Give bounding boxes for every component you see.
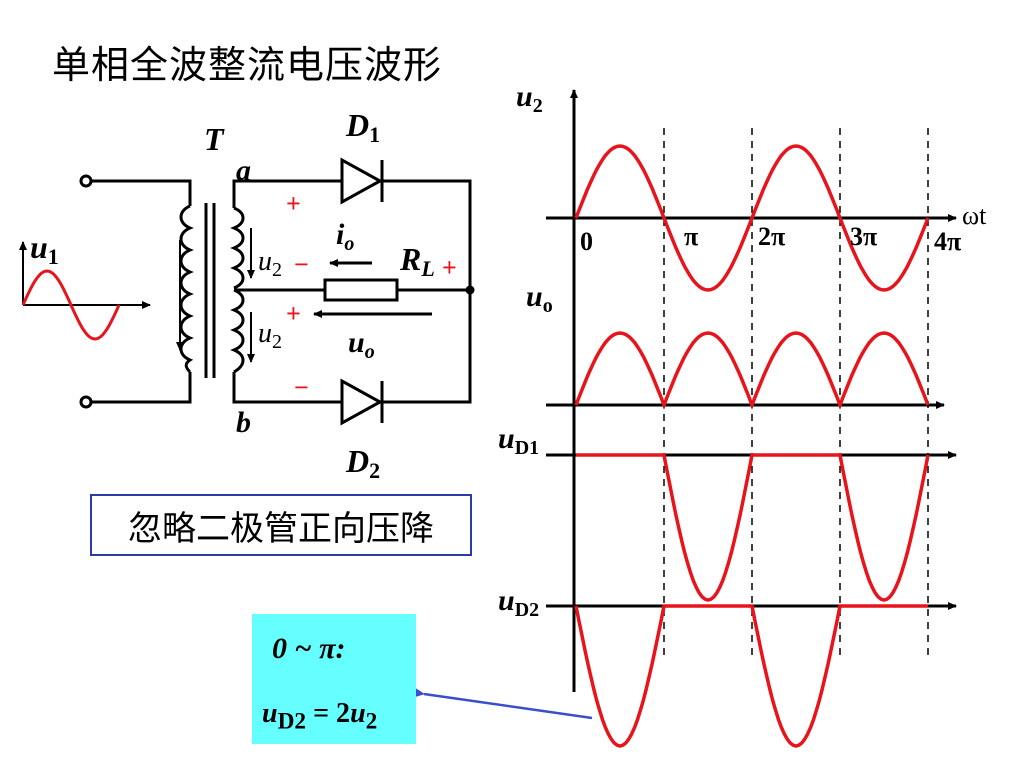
callout-arrow [413, 687, 593, 720]
uo-wave [574, 331, 930, 410]
secondary-coil-lower [230, 288, 245, 374]
secondary-coil-upper [230, 206, 245, 290]
tick-2pi: 2π [758, 222, 785, 251]
label-d2: D2 [345, 443, 380, 483]
label-node-a: a [236, 154, 251, 187]
label-transformer: T [204, 121, 225, 157]
label-io: io [336, 218, 354, 255]
label-uo-axis: uo [526, 280, 553, 317]
sign-minus-mid-upper: − [294, 250, 309, 279]
inset-sine-wave [21, 269, 121, 341]
load-resistor [323, 278, 399, 302]
label-u2-upper: u2 [258, 246, 282, 281]
label-load: RL [399, 241, 435, 281]
waveform-axes [546, 89, 957, 692]
note-box: 忽略二极管正向压降 [90, 494, 472, 556]
tick-3pi: 3π [850, 222, 877, 251]
wire-node-a [232, 179, 342, 208]
tick-4pi: 4π [934, 227, 961, 256]
wire-d2-right [382, 290, 472, 404]
callout-range: 0 ~ π: [272, 632, 346, 665]
sign-minus-b: − [294, 373, 309, 402]
x-axis-label: ωt [962, 201, 987, 230]
sign-plus-mid-lower: + [286, 299, 301, 328]
note-text: 忽略二极管正向压降 [128, 508, 434, 549]
callout-equation: uD2 = 2u2 [262, 698, 378, 735]
diode-d1 [340, 157, 384, 205]
label-uo-circuit: uo [348, 326, 375, 363]
input-sine-inset [19, 241, 151, 341]
tick-0: 0 [580, 227, 593, 256]
primary-wire-bottom [91, 372, 192, 404]
wire-node-b [232, 372, 342, 404]
tick-pi: π [684, 222, 698, 251]
callout-box: 0 ~ π: uD2 = 2u2 [252, 614, 416, 744]
label-d1: D1 [345, 107, 380, 147]
label-node-b: b [236, 406, 251, 439]
page-title: 单相全波整流电压波形 [52, 43, 443, 87]
sign-plus-a: + [286, 189, 301, 218]
label-load-plus: + [442, 253, 457, 282]
primary-coil [179, 204, 194, 374]
junction-dot [465, 285, 475, 295]
label-u1: u1 [30, 229, 59, 269]
ud2-wave [574, 604, 928, 748]
circuit-labels: T a b D1 D2 RL + u1 io uo u2 u2 + − + − [30, 107, 457, 483]
label-u2-lower: u2 [258, 318, 282, 353]
waveform-labels: u2 uo uD1 uD2 ωt 0 π 2π 3π 4π [498, 80, 987, 621]
circuit [79, 157, 475, 426]
label-u2-axis: u2 [516, 80, 543, 117]
ud1-wave [576, 453, 930, 602]
label-ud2-axis: uD2 [498, 584, 539, 621]
label-ud1-axis: uD1 [498, 422, 539, 459]
primary-wire-top [91, 179, 192, 206]
period-gridlines [663, 128, 929, 656]
diode-d2 [340, 378, 384, 426]
u2-wave [574, 144, 930, 292]
waveforms [574, 144, 930, 748]
input-terminal-top [79, 174, 93, 188]
wire-d1-right [382, 179, 472, 290]
input-terminal-bottom [79, 395, 93, 409]
